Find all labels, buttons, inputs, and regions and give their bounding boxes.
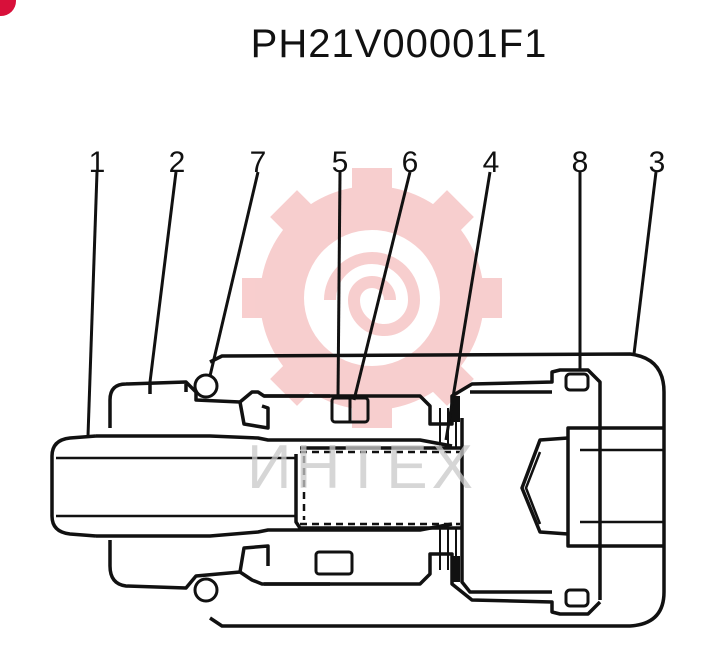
coupling-body	[50, 352, 666, 628]
o-ring-8-lower	[564, 588, 590, 608]
leader-5	[336, 171, 342, 399]
leader-3	[632, 171, 658, 355]
leader-4	[444, 171, 492, 441]
solid-sections	[452, 396, 460, 582]
part-label-4: 4	[483, 146, 500, 179]
inner-sleeve-dashed	[300, 450, 460, 526]
part-label-6: 6	[402, 146, 419, 179]
leader-7	[208, 171, 260, 377]
part-labels: 1 2 7 5 6 4 8 3	[89, 146, 666, 179]
leader-6	[352, 171, 412, 401]
seals	[193, 372, 590, 608]
diagram-title: PH21V00001F1	[250, 22, 548, 66]
o-ring-7-upper	[193, 373, 219, 399]
leader-1	[86, 171, 99, 437]
leader-2	[148, 171, 178, 383]
part-label-2: 2	[169, 146, 186, 179]
part-label-3: 3	[649, 146, 666, 179]
part-label-1: 1	[89, 146, 106, 179]
watermark-text: ИНТЕХ	[247, 433, 477, 502]
seal-lower	[314, 550, 354, 576]
part-label-8: 8	[572, 146, 589, 179]
o-ring-7-lower	[193, 577, 219, 603]
leader-lines	[86, 171, 658, 441]
part-label-5: 5	[332, 146, 349, 179]
part-label-7: 7	[250, 146, 267, 179]
o-ring-8-upper	[564, 372, 590, 392]
